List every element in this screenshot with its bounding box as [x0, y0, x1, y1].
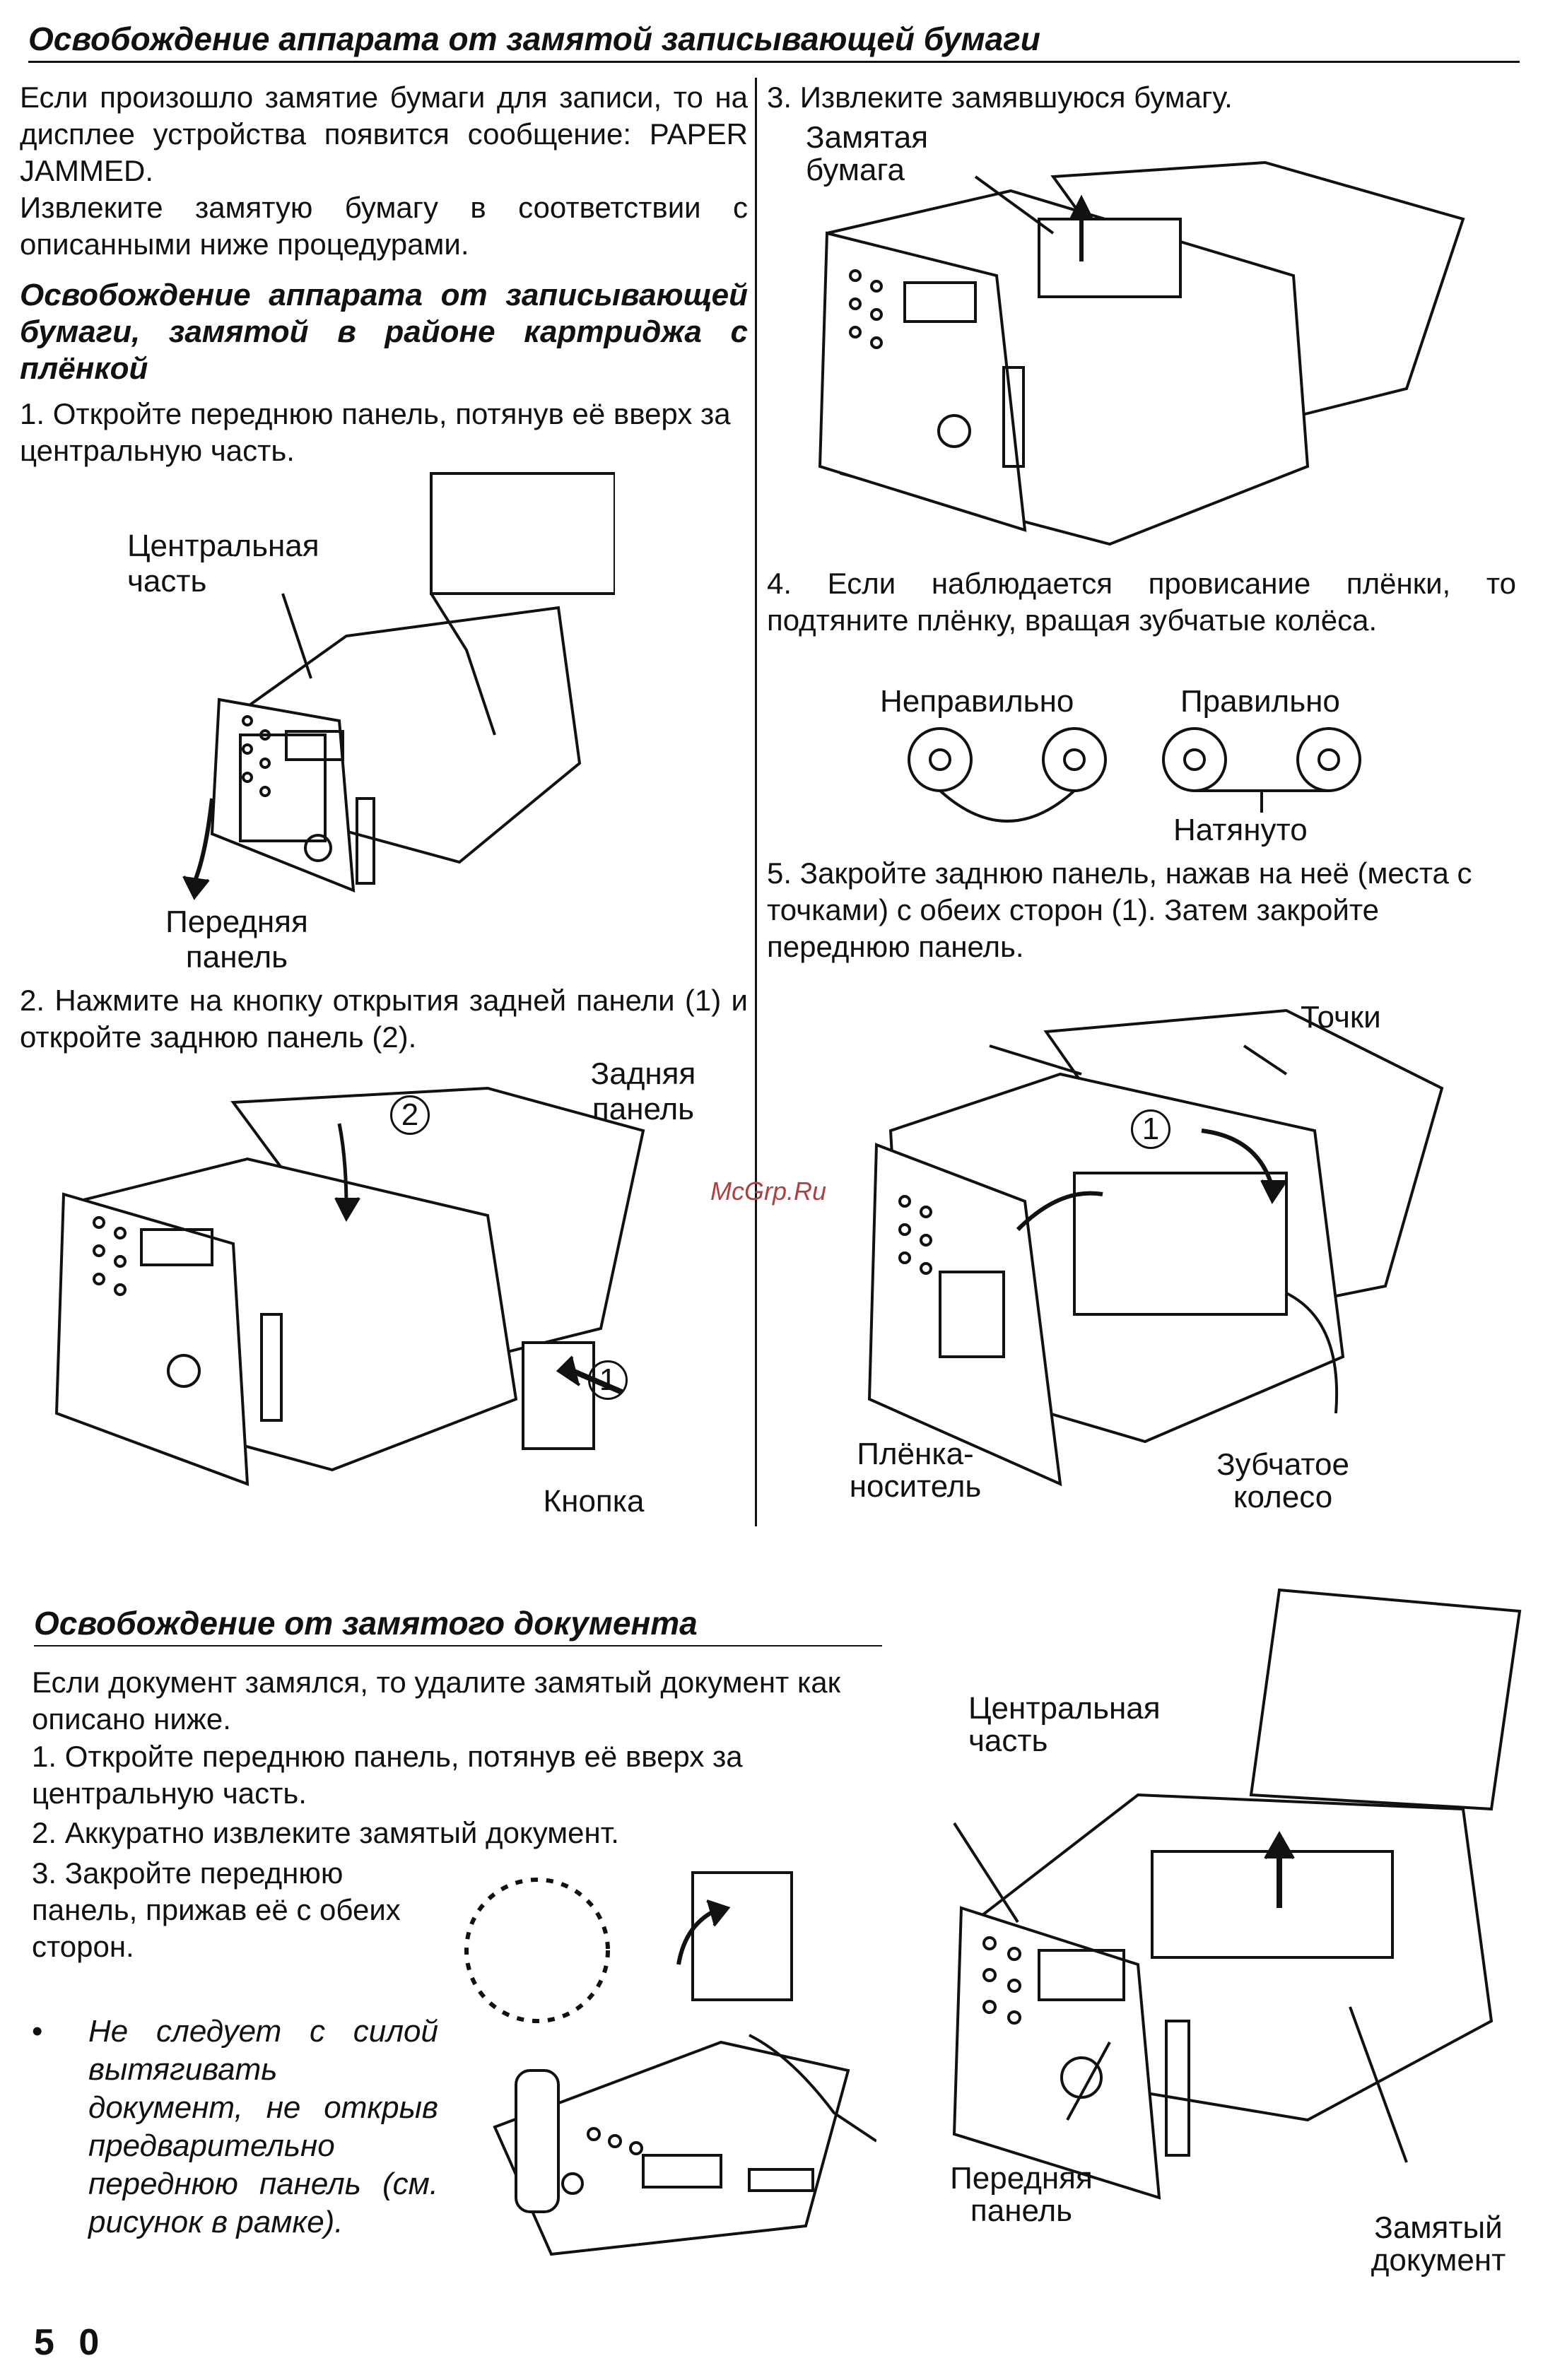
film-taut-label: Натянуто [1173, 813, 1308, 847]
section1-subtitle: Освобождение аппарата от записывающей бу… [20, 278, 748, 386]
step5-label-film: Плёнка-носитель [849, 1437, 982, 1504]
fax-front-panel-open-illustration [163, 466, 615, 905]
step1-label-center: Центральная часть [127, 529, 319, 599]
fax-jammed-paper-illustration [799, 134, 1477, 558]
watermark: McGrp.Ru [710, 1177, 827, 1206]
step3-text: 3. Извлеките замявшуюся бумагу. [767, 81, 1233, 114]
film-right-label: Правильно [1180, 684, 1340, 719]
section2-step2: 2. Аккуратно извлеките замятый документ. [32, 1816, 619, 1849]
film-right-rolls [1163, 729, 1360, 813]
section2-note: • Не следует с силой вытягивать документ… [32, 2013, 438, 2241]
step5-label-gear: Зубчатое колесо [1216, 1447, 1349, 1514]
film-tension-diagram [905, 717, 1364, 837]
fax-close-rear-panel-illustration [848, 989, 1470, 1505]
step5-label-dots: Точки [1301, 1000, 1381, 1035]
step4-text: 4. Если наблюдается провисание плёнки, т… [767, 567, 1516, 637]
section1-title: Освобождение аппарата от замятой записыв… [28, 20, 1520, 63]
section2-label-front: Передняя панель [950, 2161, 1093, 2228]
step2-label-rear: Задняя панель [590, 1056, 696, 1126]
document-pull-wrong-illustration [452, 1858, 876, 2282]
step2-label-button: Кнопка [543, 1484, 645, 1519]
fax-rear-panel-open-illustration [35, 1074, 657, 1512]
note-text: Не следует с силой вытягивать документ, … [88, 2014, 438, 2239]
film-wrong-label: Неправильно [880, 684, 1074, 719]
page-number: 5 0 [34, 2322, 107, 2363]
step5-text: 5. Закройте заднюю панель, нажав на неё … [767, 856, 1472, 963]
intro-paragraph-2: Извлеките замятую бумагу в соответствии … [20, 191, 748, 261]
section1-intro: Если произошло замятие бумаги для записи… [20, 79, 748, 263]
step5-num-1: 1 [1131, 1109, 1170, 1149]
step1-text: 1. Откройте переднюю панель, потянув её … [20, 397, 731, 467]
bullet-icon: • [32, 2014, 43, 2049]
column-divider [755, 78, 757, 1526]
intro-paragraph-1: Если произошло замятие бумаги для записи… [20, 81, 748, 187]
section2-label-doc: Замятый документ [1371, 2210, 1506, 2278]
step1-label-front: Передняя панель [165, 905, 308, 974]
film-wrong-rolls [909, 729, 1105, 821]
section2-step3: 3. Закройте переднюю панель, прижав её с… [32, 1856, 401, 1963]
step2-num-1: 1 [588, 1360, 628, 1400]
section2-title: Освобождение от замятого документа [34, 1604, 882, 1646]
section2-intro: Если документ замялся, то удалите замяты… [32, 1666, 840, 1736]
step3-label-jammed: Замятая бумага [806, 120, 929, 187]
section2-label-center: Центральная часть [968, 1691, 1161, 1758]
fax-document-jam-illustration [912, 1583, 1527, 2219]
step2-num-2: 2 [390, 1095, 430, 1135]
step2-text: 2. Нажмите на кнопку открытия задней пан… [20, 984, 748, 1054]
section2-step1: 1. Откройте переднюю панель, потянув её … [32, 1740, 743, 1810]
